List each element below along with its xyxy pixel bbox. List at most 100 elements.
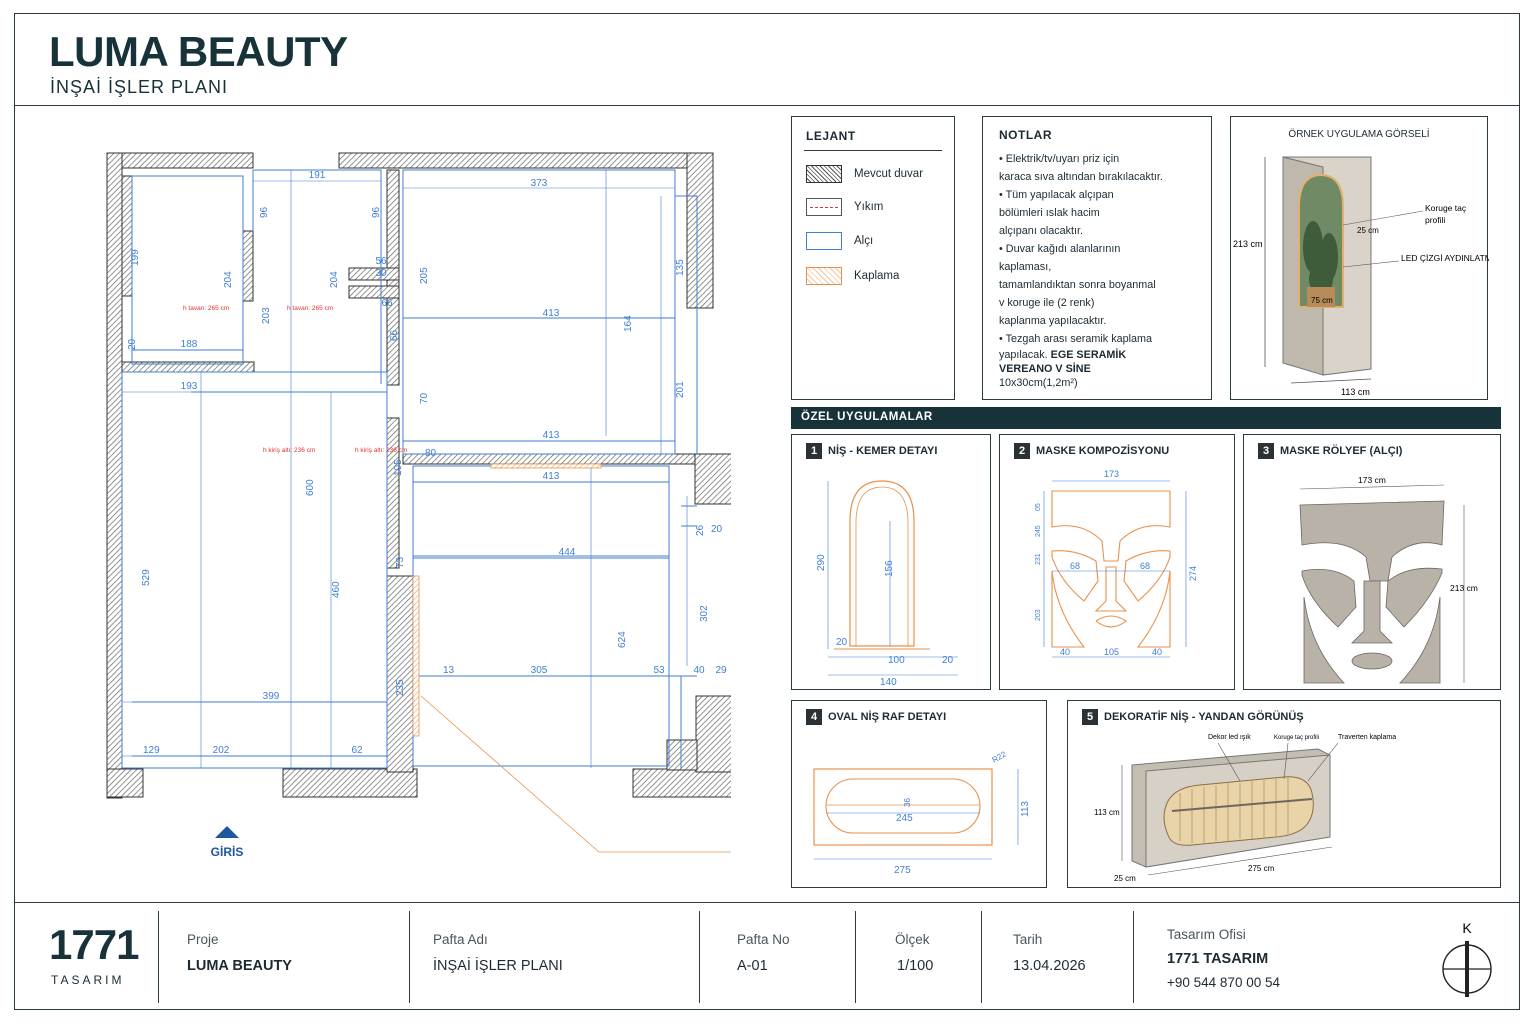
sample-title: ÖRNEK UYGULAMA GÖRSELİ [1288,129,1430,140]
relief-width: 173 cm [1358,475,1386,485]
arch-dim-156: 156 [884,560,895,577]
ceiling-note-3: h kiriş altı: 236 cm [263,447,315,454]
arch-dim-290: 290 [816,554,827,571]
sample-label1b: profili [1425,215,1445,225]
dim-460: 460 [331,581,342,598]
sheet-no-label: Pafta No [737,932,790,947]
note-bold-1: EGE SERAMİK [1050,349,1127,361]
sheet-frame: LUMA BEAUTY İNŞAİ İŞLER PLANI [14,13,1520,1010]
dim-96a: 96 [259,206,270,218]
dim-70: 70 [419,392,430,404]
sheet-name-value: İNŞAİ İŞLER PLANI [433,958,563,974]
oval-dim-113: 113 [1020,801,1031,817]
dim-66a: 66 [381,298,393,309]
note-line: v koruge ile (2 renk) [999,297,1095,309]
studio-logo: 1771 [49,921,139,968]
notes-panel: NOTLAR • Elektrik/tv/uyarı priz için kar… [982,116,1212,400]
legend-label: Yıkım [854,201,884,213]
card-number: 4 [806,709,822,725]
dim-30: 30 [375,268,387,279]
cladding-left [412,575,420,737]
wall-swatch [806,165,842,183]
deco-label-koruge: Koruge taç profili [1274,735,1319,741]
note-line: • Tüm yapılacak alçıpan [999,189,1114,201]
dim-373: 373 [531,178,548,189]
card-number: 1 [806,443,822,459]
dim-444: 444 [559,547,576,558]
legend-item-demolition: Yıkım [806,198,883,216]
mask-drawing: 173 274 68 68 40 105 40 05 245 231 203 [1035,469,1198,658]
dim-105: 105 [393,459,404,476]
mask-dim-231: 231 [1035,553,1042,565]
dim-193: 193 [181,381,198,392]
office-label: Tasarım Ofisi [1167,927,1246,942]
oval-niche-drawing: 275 245 113 36 R22 [813,749,1031,876]
demolition-swatch [806,198,842,216]
card-title: MASKE KOMPOZİSYONU [1036,445,1170,457]
ceiling-notes: h tavan: 265 cm h tavan: 265 cm h kiriş … [183,305,407,454]
note-line: alçıpanı olacaktır. [999,225,1084,237]
note-line: VEREANO V SİNE [999,362,1195,376]
sample-width: 113 cm [1341,387,1370,397]
dim-80: 80 [425,448,437,459]
dim-20: 20 [127,338,138,350]
mask-dim-173: 173 [1104,469,1119,479]
dimension-lines [122,170,697,768]
project-value: LUMA BEAUTY [187,958,292,974]
page-subtitle: İNŞAİ İŞLER PLANI [50,77,229,97]
dim-40: 40 [693,665,705,676]
mask-dim-40a: 40 [1060,647,1070,657]
dim-66b: 66 [389,329,400,341]
legend-item-gypsum: Alçı [806,232,873,250]
card-title: DEKORATİF NİŞ - YANDAN GÖRÜNÜŞ [1104,711,1304,723]
relief-height: 213 cm [1450,583,1478,593]
dim-29: 29 [715,665,727,676]
dim-26: 26 [695,524,706,536]
entrance-arrow-icon [215,826,239,838]
note-line: • Tezgah arası seramik kaplama [999,333,1153,345]
gypsum-swatch [806,232,842,250]
oval-dim-r22: R22 [991,749,1009,764]
legend-label: Kaplama [854,270,900,282]
date-value: 13.04.2026 [1013,958,1086,974]
dimension-texts: 191 373 96 96 199 204 203 204 205 135 18… [127,170,727,756]
sample-label2: LED ÇİZGİ AYDINLATMA [1401,253,1489,263]
card-number: 3 [1258,443,1274,459]
legend-item-wall: Mevcut duvar [806,165,923,183]
dim-399: 399 [263,691,280,702]
arch-dim-100: 100 [888,655,905,666]
mask-dim-40b: 40 [1152,647,1162,657]
office-phone: +90 544 870 00 54 [1167,975,1280,990]
dim-62: 62 [351,745,363,756]
arch-drawing: 290 156 20 100 20 140 [816,480,958,688]
note-line: • Duvar kağıdı alanlarının [999,243,1121,255]
dim-20b: 20 [711,524,723,535]
sample-height: 213 cm [1233,239,1263,249]
entrance-label: GİRİŞ [211,844,244,856]
dim-413a: 413 [543,308,560,319]
deco-width: 275 cm [1248,864,1275,873]
dim-53: 53 [653,665,665,676]
deco-depth: 25 cm [1114,874,1136,883]
footer-divider [1133,911,1134,1003]
studio-logo-sub: TASARIM [51,973,125,987]
dim-204b: 204 [329,271,340,288]
dim-96b: 96 [371,206,382,218]
sample-label1: Koruge taç [1425,203,1467,213]
scale-value: 1/100 [897,958,934,974]
note-line: • Elektrik/tv/uyarı priz için [999,153,1120,165]
dim-600: 600 [305,479,316,496]
north-label: K [1462,920,1472,936]
mask-dim-68b: 68 [1140,561,1150,571]
sample-inner-d: 25 cm [1357,226,1379,235]
footer-divider [855,911,856,1003]
date-label: Tarih [1013,932,1043,947]
dim-413c: 413 [543,471,560,482]
